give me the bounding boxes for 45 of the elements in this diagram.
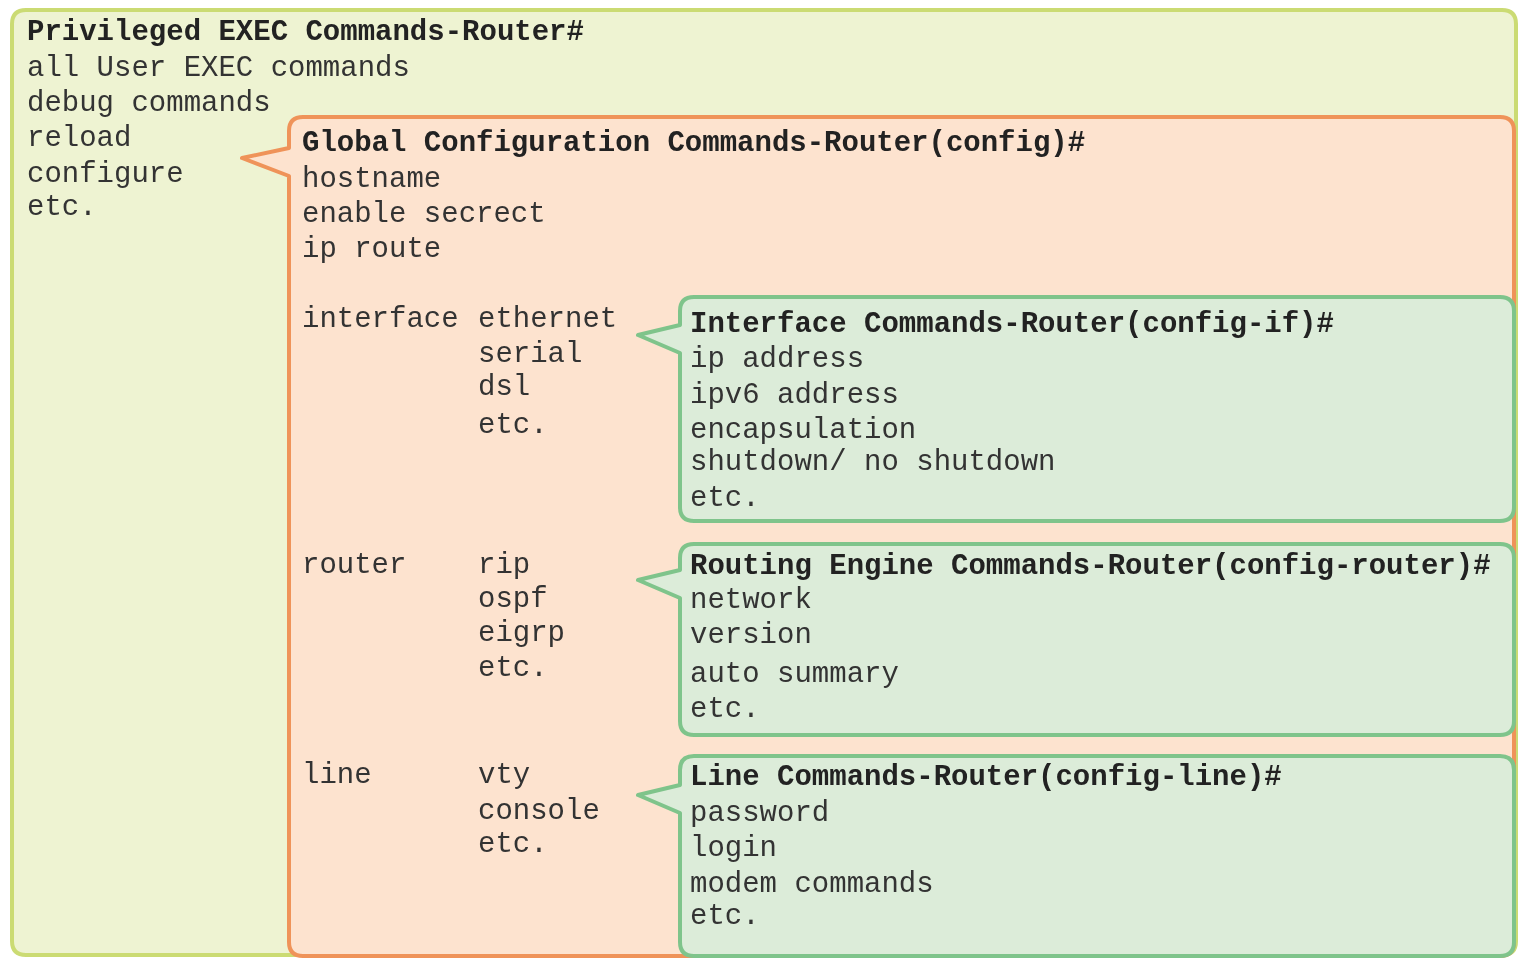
command-text: modem commands bbox=[690, 868, 934, 902]
command-text: vty bbox=[478, 759, 531, 793]
command-text: eigrp bbox=[478, 617, 565, 651]
command-text: hostname bbox=[302, 163, 442, 197]
callout-box bbox=[636, 754, 1516, 958]
callout-box bbox=[636, 295, 1516, 523]
callout-box bbox=[240, 115, 1516, 958]
mode-heading: Interface Commands-Router(config-if)# bbox=[690, 308, 1334, 342]
command-text: router bbox=[302, 549, 407, 583]
command-text: login bbox=[690, 832, 777, 866]
command-text: configure bbox=[27, 158, 184, 192]
mode-heading: Line Commands-Router(config-line)# bbox=[690, 761, 1282, 795]
mode-heading: Privileged EXEC Commands-Router# bbox=[27, 16, 584, 50]
command-text: password bbox=[690, 797, 830, 831]
command-text: encapsulation bbox=[690, 414, 917, 448]
command-text: etc. bbox=[478, 828, 548, 862]
command-text: etc. bbox=[478, 652, 548, 686]
command-text: version bbox=[690, 619, 812, 653]
command-text: etc. bbox=[478, 409, 548, 443]
command-text: network bbox=[690, 584, 812, 618]
command-text: etc. bbox=[690, 482, 760, 516]
command-text: serial bbox=[478, 338, 583, 372]
callout-box bbox=[10, 8, 1518, 957]
command-text: etc. bbox=[690, 900, 760, 934]
command-text: ipv6 address bbox=[690, 379, 899, 413]
command-text: etc. bbox=[27, 191, 97, 225]
command-text: line bbox=[302, 759, 372, 793]
command-text: all User EXEC commands bbox=[27, 52, 410, 86]
command-text: interface bbox=[302, 303, 459, 337]
command-text: rip bbox=[478, 549, 531, 583]
command-text: ip address bbox=[690, 343, 865, 377]
command-text: ethernet bbox=[478, 303, 618, 337]
callout-box bbox=[636, 542, 1516, 737]
command-text: reload bbox=[27, 122, 132, 156]
command-text: auto summary bbox=[690, 658, 899, 692]
mode-heading: Global Configuration Commands-Router(config)# bbox=[302, 127, 1086, 161]
mode-heading: Routing Engine Commands-Router(config-router)# bbox=[690, 550, 1491, 584]
command-text: enable secrect bbox=[302, 198, 546, 232]
command-text: ospf bbox=[478, 583, 548, 617]
command-text: shutdown/ no shutdown bbox=[690, 446, 1056, 480]
command-text: debug commands bbox=[27, 87, 271, 121]
command-text: ip route bbox=[302, 233, 442, 267]
command-text: console bbox=[478, 795, 600, 829]
command-text: etc. bbox=[690, 693, 760, 727]
command-text: dsl bbox=[478, 371, 531, 405]
